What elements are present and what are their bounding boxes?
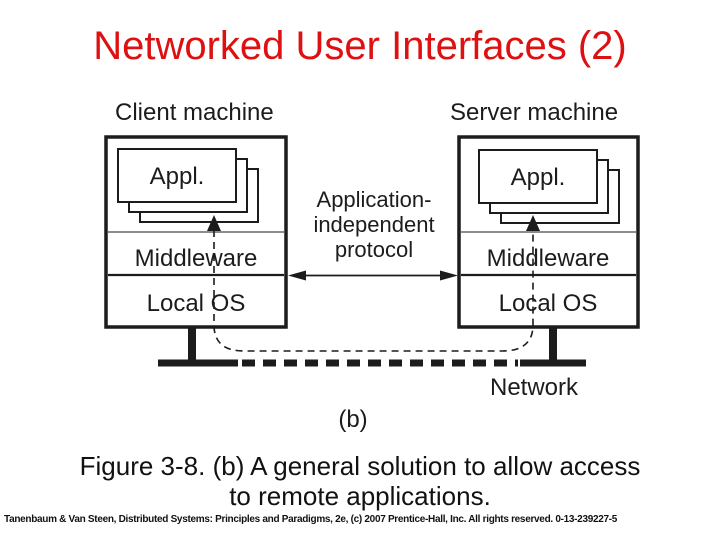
protocol-label-line3: protocol (335, 237, 413, 262)
network-bar-left (158, 359, 238, 367)
server-network-stub (549, 327, 557, 363)
client-local-os-label: Local OS (147, 290, 246, 317)
network: Network (158, 327, 586, 401)
network-bar-right (520, 359, 586, 367)
client-appl-stack: Appl. (117, 148, 259, 223)
server-appl-box-front (478, 149, 598, 204)
client-network-stub (188, 327, 196, 363)
protocol-label-line1: Application- (317, 187, 432, 212)
slide-title: Networked User Interfaces (2) (93, 24, 627, 68)
server-machine-box: Appl. Middleware Local OS (457, 135, 640, 329)
server-machine-label: Server machine (450, 99, 618, 126)
protocol-arrowhead-left (288, 270, 306, 281)
figure-caption-line2: to remote applications. (229, 481, 491, 511)
client-machine-label: Client machine (115, 99, 274, 126)
figure-caption: Figure 3-8. (b) A general solution to al… (0, 451, 720, 511)
logical-path (207, 215, 540, 352)
sub-figure-label: (b) (338, 406, 367, 433)
client-middleware-label: Middleware (135, 245, 258, 272)
client-appl-box-front (117, 148, 237, 203)
protocol-label-line2: independent (313, 212, 434, 237)
protocol-annotation: Application- independent protocol (288, 187, 458, 281)
client-machine-box: Appl. Middleware Local OS (104, 135, 288, 329)
client-up-arrowhead (207, 215, 221, 231)
network-label: Network (490, 374, 579, 401)
figure-caption-line1: Figure 3-8. (b) A general solution to al… (79, 451, 641, 481)
server-appl-stack: Appl. (478, 149, 620, 224)
server-appl-label: Appl. (511, 164, 566, 191)
protocol-arrowhead-right (440, 270, 458, 281)
client-appl-label: Appl. (150, 163, 205, 190)
server-up-arrowhead (526, 215, 540, 231)
server-local-os-label: Local OS (499, 290, 598, 317)
logical-path-dashed-line (213, 230, 534, 352)
copyright-footer: Tanenbaum & Van Steen, Distributed Syste… (4, 514, 618, 525)
server-middleware-label: Middleware (487, 245, 610, 272)
